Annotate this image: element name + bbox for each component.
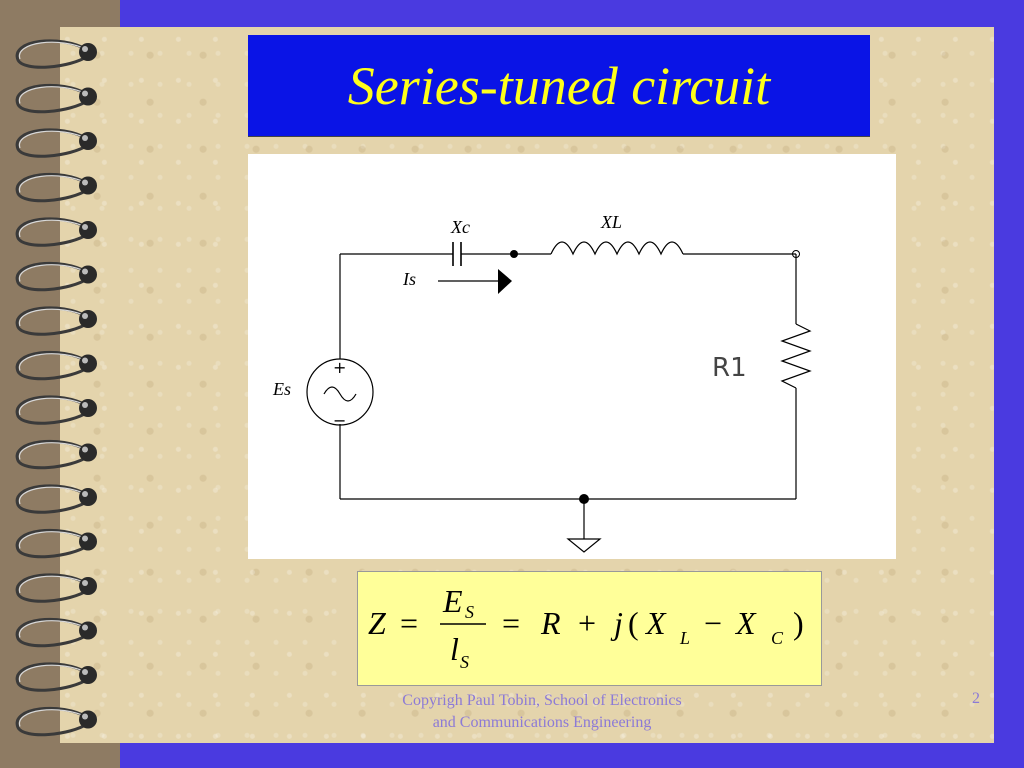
formula-num-main: E — [442, 583, 463, 619]
node-dot-1 — [510, 250, 518, 258]
formula-xl-main: X — [644, 605, 667, 641]
binding-ring-icon — [15, 261, 97, 292]
binding-ring-icon — [15, 350, 97, 381]
formula-xc-main: X — [734, 605, 757, 641]
binding-ring-icon — [15, 83, 97, 114]
spiral-binding-icon — [15, 39, 97, 737]
binding-ring-icon — [15, 128, 97, 158]
ground-icon — [566, 538, 602, 553]
source-minus-label: − — [333, 411, 346, 430]
impedance-formula: Z = E S l S = R + j ( X L − X C ) — [357, 571, 822, 686]
ac-source-circle — [306, 358, 374, 426]
formula-eq1: = — [400, 605, 418, 641]
formula-z: Z — [368, 605, 387, 641]
current-arrow-head — [498, 269, 512, 294]
slide-title: Series-tuned circuit — [347, 55, 771, 116]
capacitor-label: Xc — [450, 217, 470, 237]
formula-svg: Z = E S l S = R + j ( X L − X C ) — [368, 583, 804, 672]
binding-ring-icon — [15, 39, 97, 69]
circuit-diagram: Xc XL Is R1 Es + − — [248, 154, 896, 559]
formula-den-main: l — [450, 631, 459, 667]
binding-ring-icon — [15, 662, 97, 692]
node-dot-ground — [579, 494, 589, 504]
formula-rparen: ) — [793, 605, 804, 641]
title-banner: Series-tuned circuit — [248, 35, 870, 137]
inductor-coil — [550, 241, 684, 256]
binding-ring-icon — [15, 573, 97, 603]
page-number: 2 — [972, 690, 980, 707]
formula-num-sub: S — [465, 602, 474, 622]
node-dot-2 — [792, 250, 800, 258]
binding-ring-icon — [15, 172, 97, 203]
source-plus-label: + — [333, 358, 346, 377]
copyright-footer: Copyrigh Paul Tobin, School of Electroni… — [402, 692, 682, 731]
binding-ring-icon — [15, 484, 97, 514]
formula-plus: + — [578, 605, 596, 641]
binding-ring-icon — [15, 306, 97, 336]
formula-xc-sub: C — [771, 628, 784, 648]
source-label: Es — [272, 379, 291, 399]
circuit-svg: Xc XL Is R1 Es + − — [272, 212, 812, 553]
formula-minus: − — [704, 605, 722, 641]
binding-ring-icon — [15, 617, 97, 648]
formula-lparen: ( — [628, 605, 639, 641]
inductor-label: XL — [600, 212, 622, 232]
resistor-label: R1 — [712, 353, 747, 383]
binding-ring-icon — [15, 395, 97, 425]
binding-ring-icon — [15, 528, 97, 559]
formula-r: R — [540, 605, 561, 641]
binding-ring-icon — [15, 217, 97, 247]
capacitor-plates — [452, 242, 462, 266]
formula-j: j — [610, 605, 623, 641]
binding-ring-icon — [15, 706, 97, 737]
formula-den-sub: S — [460, 652, 469, 672]
sine-wave-icon — [323, 386, 357, 402]
current-label: Is — [402, 269, 416, 289]
formula-xl-sub: L — [679, 628, 690, 648]
formula-eq2: = — [502, 605, 520, 641]
binding-ring-icon — [15, 439, 97, 470]
resistor-zigzag — [780, 323, 812, 389]
